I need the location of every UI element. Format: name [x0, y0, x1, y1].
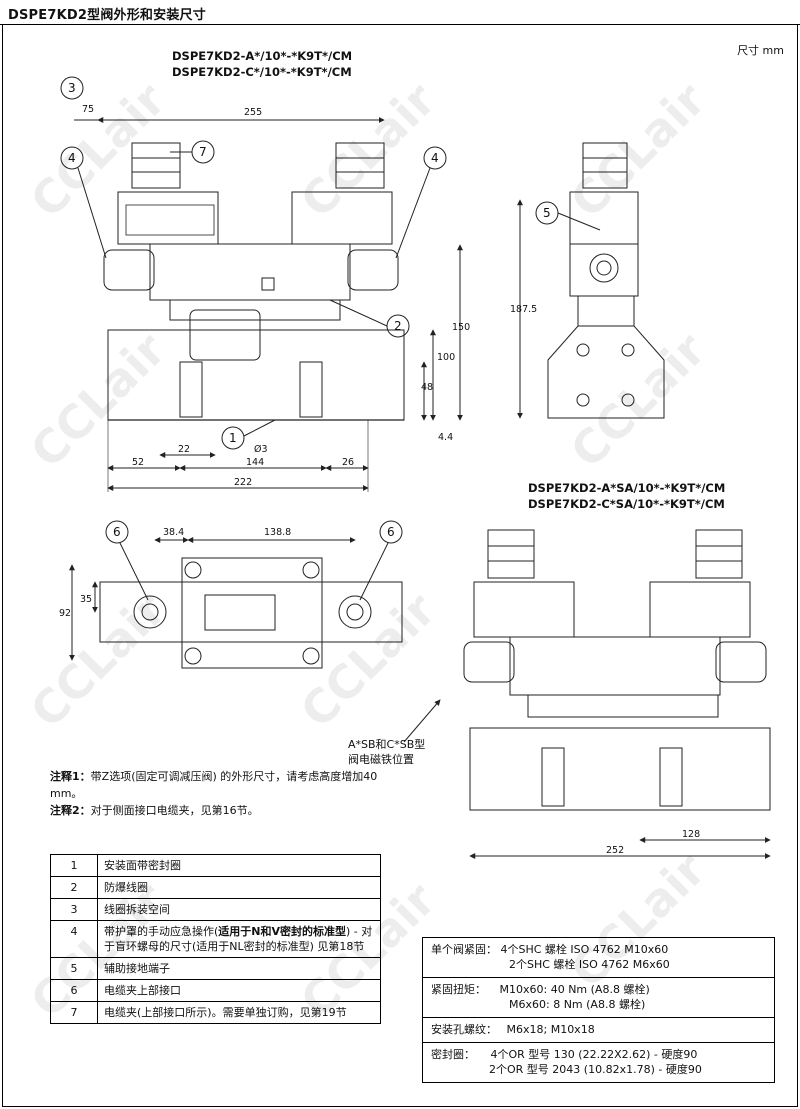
dim-222: 222: [234, 477, 252, 488]
main-valve-body: [107, 329, 405, 421]
svg-text:5: 5: [543, 206, 551, 220]
table-row: 紧固扭矩： M10x60: 40 Nm (A8.8 螺栓)M6x60: 8 Nm…: [422, 977, 775, 1018]
model-top-1: DSPE7KD2-A*/10*-*K9T*/CM: [172, 49, 353, 63]
top-view-solenoids: [99, 581, 403, 643]
svg-text:2: 2: [394, 319, 402, 333]
table-row: 安装孔螺纹： M6x18; M10x18: [422, 1017, 775, 1043]
dim-4-4: 4.4: [438, 432, 453, 443]
svg-text:6: 6: [113, 525, 121, 539]
side-main-body: [547, 325, 665, 419]
balloon-4-right: [423, 146, 447, 170]
balloon-3: [60, 76, 84, 100]
cable-gland-right: [335, 142, 385, 189]
dim-22: 22: [178, 444, 190, 455]
dim-187-5: 187.5: [510, 304, 537, 315]
model-label-top: DSPE7KD2-A*/10*-*K9T*/CM DSPE7KD2-C*/10*…: [172, 48, 352, 80]
svg-text:4: 4: [68, 151, 76, 165]
front-view: 255 75 150 100 48 4.4 22 Ø3 52 144 26 22…: [74, 104, 470, 492]
svg-text:6: 6: [387, 525, 395, 539]
pilot-valve-body: [149, 243, 351, 301]
balloon-6-left: [105, 520, 129, 544]
note-2-label: 注释2：: [50, 804, 91, 817]
dim-138-8: 138.8: [264, 527, 291, 538]
svg-text:1: 1: [229, 431, 237, 445]
model-sa-2: DSPE7KD2-C*SA/10*-*K9T*/CM: [528, 497, 725, 511]
sb-solenoid-note: A*SB和C*SB型 阀电磁铁位置: [348, 738, 426, 766]
model-sa-1: DSPE7KD2-A*SA/10*-*K9T*/CM: [528, 481, 726, 495]
sa-main-body: [469, 727, 771, 811]
model-top-2: DSPE7KD2-C*/10*-*K9T*/CM: [172, 65, 352, 79]
dim-48: 48: [421, 382, 433, 393]
dim-75: 75: [82, 104, 94, 115]
header-rule: [0, 24, 800, 25]
dim-52: 52: [132, 457, 144, 468]
note-1-label: 注释1：: [50, 770, 91, 783]
sa-view: 128 252: [403, 529, 771, 859]
page-title: DSPE7KD2型阀外形和安装尺寸: [8, 8, 206, 23]
dim-252: 252: [606, 845, 624, 856]
dim-128: 128: [682, 829, 700, 840]
balloons: 3 4 7 4 2 1 5 6 6: [60, 76, 601, 601]
svg-text:7: 7: [199, 145, 207, 159]
dim-92: 92: [59, 608, 71, 619]
unit-label: 尺寸 mm: [737, 44, 784, 57]
dim-38-4: 38.4: [163, 527, 184, 538]
solenoid-right: [347, 249, 399, 291]
side-view: 187.5: [510, 142, 665, 419]
dim-100: 100: [437, 352, 455, 363]
dim-dia-3: Ø3: [254, 444, 268, 455]
model-label-sa: DSPE7KD2-A*SA/10*-*K9T*/CM DSPE7KD2-C*SA…: [528, 480, 725, 512]
balloon-6-right: [379, 520, 403, 544]
coil-housing-left: [117, 191, 219, 245]
note-2-text: 对于侧面接口电缆夹，见第16节。: [90, 804, 259, 817]
svg-text:4: 4: [431, 151, 439, 165]
balloon-1: [221, 426, 245, 450]
dim-150: 150: [452, 322, 470, 333]
note-1-text: 带Z选项(固定可调减压阀) 的外形尺寸，请考虑高度增加40 mm。: [50, 770, 378, 800]
side-cable-gland: [582, 142, 628, 189]
dim-144: 144: [246, 457, 264, 468]
solenoid-left: [103, 249, 155, 291]
svg-text:3: 3: [68, 81, 76, 95]
dim-26: 26: [342, 457, 354, 468]
top-view-body: [181, 557, 323, 669]
top-view: 38.4 138.8 35 92: [59, 527, 403, 669]
sa-solenoid: [463, 641, 515, 683]
cable-gland-left: [131, 142, 181, 189]
coil-housing-right: [291, 191, 393, 245]
dim-255: 255: [244, 107, 262, 118]
balloon-4-left: [60, 146, 84, 170]
notes: 注释1：带Z选项(固定可调减压阀) 的外形尺寸，请考虑高度增加40 mm。 注释…: [50, 768, 380, 819]
dim-35: 35: [80, 594, 92, 605]
